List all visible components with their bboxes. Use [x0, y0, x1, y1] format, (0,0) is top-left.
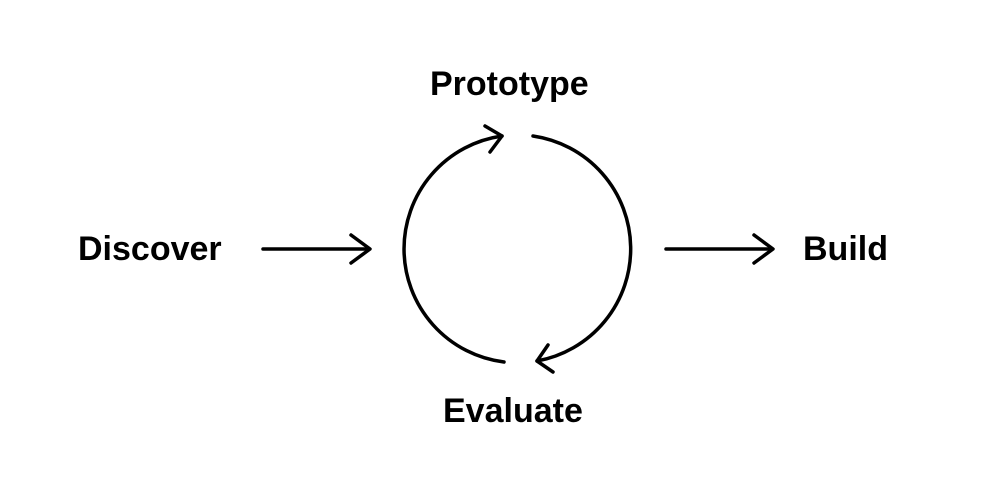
cycle-arrow-evaluate-to-prototype [402, 124, 506, 364]
arrow-discover-to-cycle [261, 233, 372, 265]
arrow-cycle-to-build [664, 233, 775, 265]
stage-label-build: Build [803, 230, 888, 268]
stage-label-prototype: Prototype [430, 65, 589, 103]
stage-label-discover: Discover [78, 230, 222, 268]
cycle-arrow-prototype-to-evaluate [531, 134, 633, 374]
stage-label-evaluate: Evaluate [443, 392, 583, 430]
